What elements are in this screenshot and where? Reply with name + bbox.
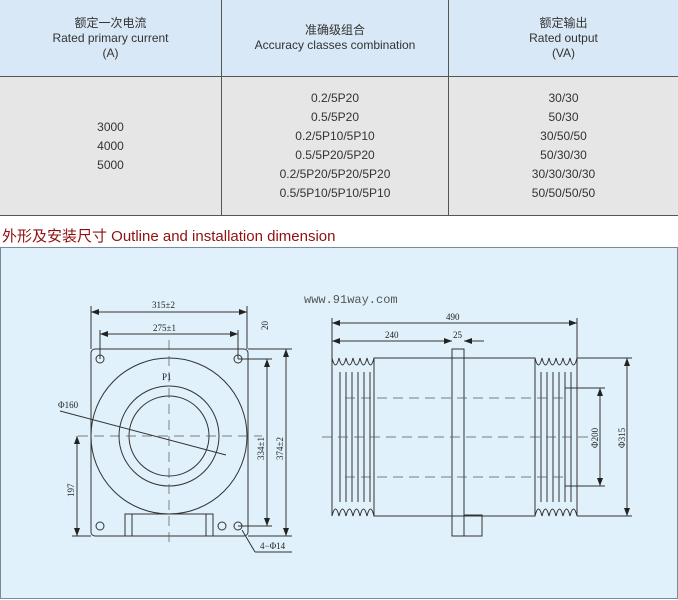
dim-holes: 4−Φ14	[260, 541, 286, 551]
dim-width: 315±2	[152, 300, 175, 310]
header-cn: 额定一次电流	[74, 15, 147, 30]
dim-length: 490	[446, 312, 460, 322]
dim-inner-dia: Φ200	[590, 427, 600, 448]
cell: 50/30	[548, 110, 579, 124]
watermark: www.91way.com	[304, 293, 398, 307]
side-view: 490 240 25 Φ200 Φ315	[322, 312, 632, 537]
dim-flange: 25	[453, 330, 463, 340]
cell: 50/50/50/50	[531, 186, 596, 200]
cell: 0.2/5P20	[310, 91, 360, 105]
header-unit: (VA)	[551, 45, 576, 60]
dim-diameter: Φ160	[58, 400, 79, 410]
output-values: 30/30 50/30 30/50/50 50/30/30 30/30/30/30 50/…	[448, 76, 678, 216]
cell: 3000	[97, 119, 124, 134]
accuracy-values: 0.2/5P20 0.5/5P20 0.2/5P10/5P10 0.5/5P20/5P…	[221, 76, 449, 216]
header-cn: 额定输出	[539, 15, 588, 30]
header-en: Accuracy classes combination	[254, 38, 416, 52]
cell: 30/50/50	[540, 129, 587, 143]
dim-half: 240	[385, 330, 399, 340]
marking-p1: P1	[162, 372, 172, 382]
dim-top-offset: 20	[260, 321, 270, 331]
cell: 4000	[97, 138, 124, 153]
dim-outer-dia: Φ315	[617, 427, 627, 448]
front-view: 315±2 275±1 P1 Φ160 4−Φ14 20 334±1 374±2…	[58, 300, 292, 553]
dim-height: 374±2	[275, 437, 285, 460]
header-unit: (A)	[102, 45, 119, 60]
section-title: 外形及安装尺寸 Outline and installation dimensi…	[2, 228, 336, 245]
cell: 30/30/30/30	[531, 167, 596, 181]
header-en: Rated primary current	[52, 30, 169, 45]
cell: 50/30/30	[540, 148, 587, 162]
cell: 5000	[97, 157, 124, 172]
cell: 0.2/5P10/5P10	[295, 129, 375, 143]
header-cn: 准确级组合	[304, 23, 365, 37]
dim-hole-spacing: 275±1	[153, 323, 176, 333]
current-values: 3000 4000 5000	[0, 76, 222, 216]
cell: 0.5/5P20/5P20	[295, 148, 375, 162]
cell: 30/30	[548, 91, 579, 105]
cell: 0.5/5P20	[310, 110, 360, 124]
header-en: Rated output	[529, 30, 598, 45]
dim-height-holes: 334±1	[256, 437, 266, 460]
cell: 0.2/5P20/5P20/5P20	[279, 167, 391, 181]
cell: 0.5/5P10/5P10/5P10	[279, 186, 391, 200]
dim-center-height: 197	[66, 483, 76, 497]
